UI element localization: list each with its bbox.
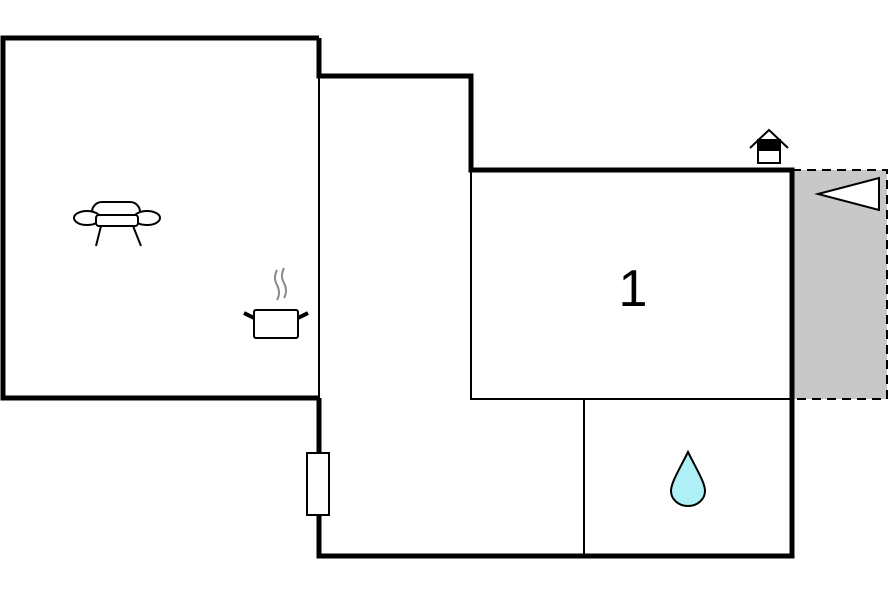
steam-icon bbox=[274, 267, 287, 301]
outer-wall-bottom bbox=[316, 398, 795, 559]
terrace bbox=[792, 169, 888, 400]
water-drop-icon bbox=[669, 449, 707, 507]
terrace-dashed-border bbox=[792, 169, 888, 400]
living-room bbox=[0, 35, 319, 401]
terrace-triangle-icon bbox=[814, 176, 880, 212]
bedroom-label: 1 bbox=[619, 260, 648, 318]
sofa-icon bbox=[73, 201, 161, 247]
bedroom-walls bbox=[470, 170, 792, 400]
interior-walls bbox=[318, 76, 792, 556]
window-icon bbox=[306, 452, 330, 516]
outer-wall-top bbox=[316, 38, 795, 398]
outer-walls bbox=[316, 38, 795, 559]
living-room-walls bbox=[0, 35, 319, 401]
cooking-pot-icon bbox=[243, 267, 309, 339]
entrance-icon bbox=[749, 128, 789, 164]
